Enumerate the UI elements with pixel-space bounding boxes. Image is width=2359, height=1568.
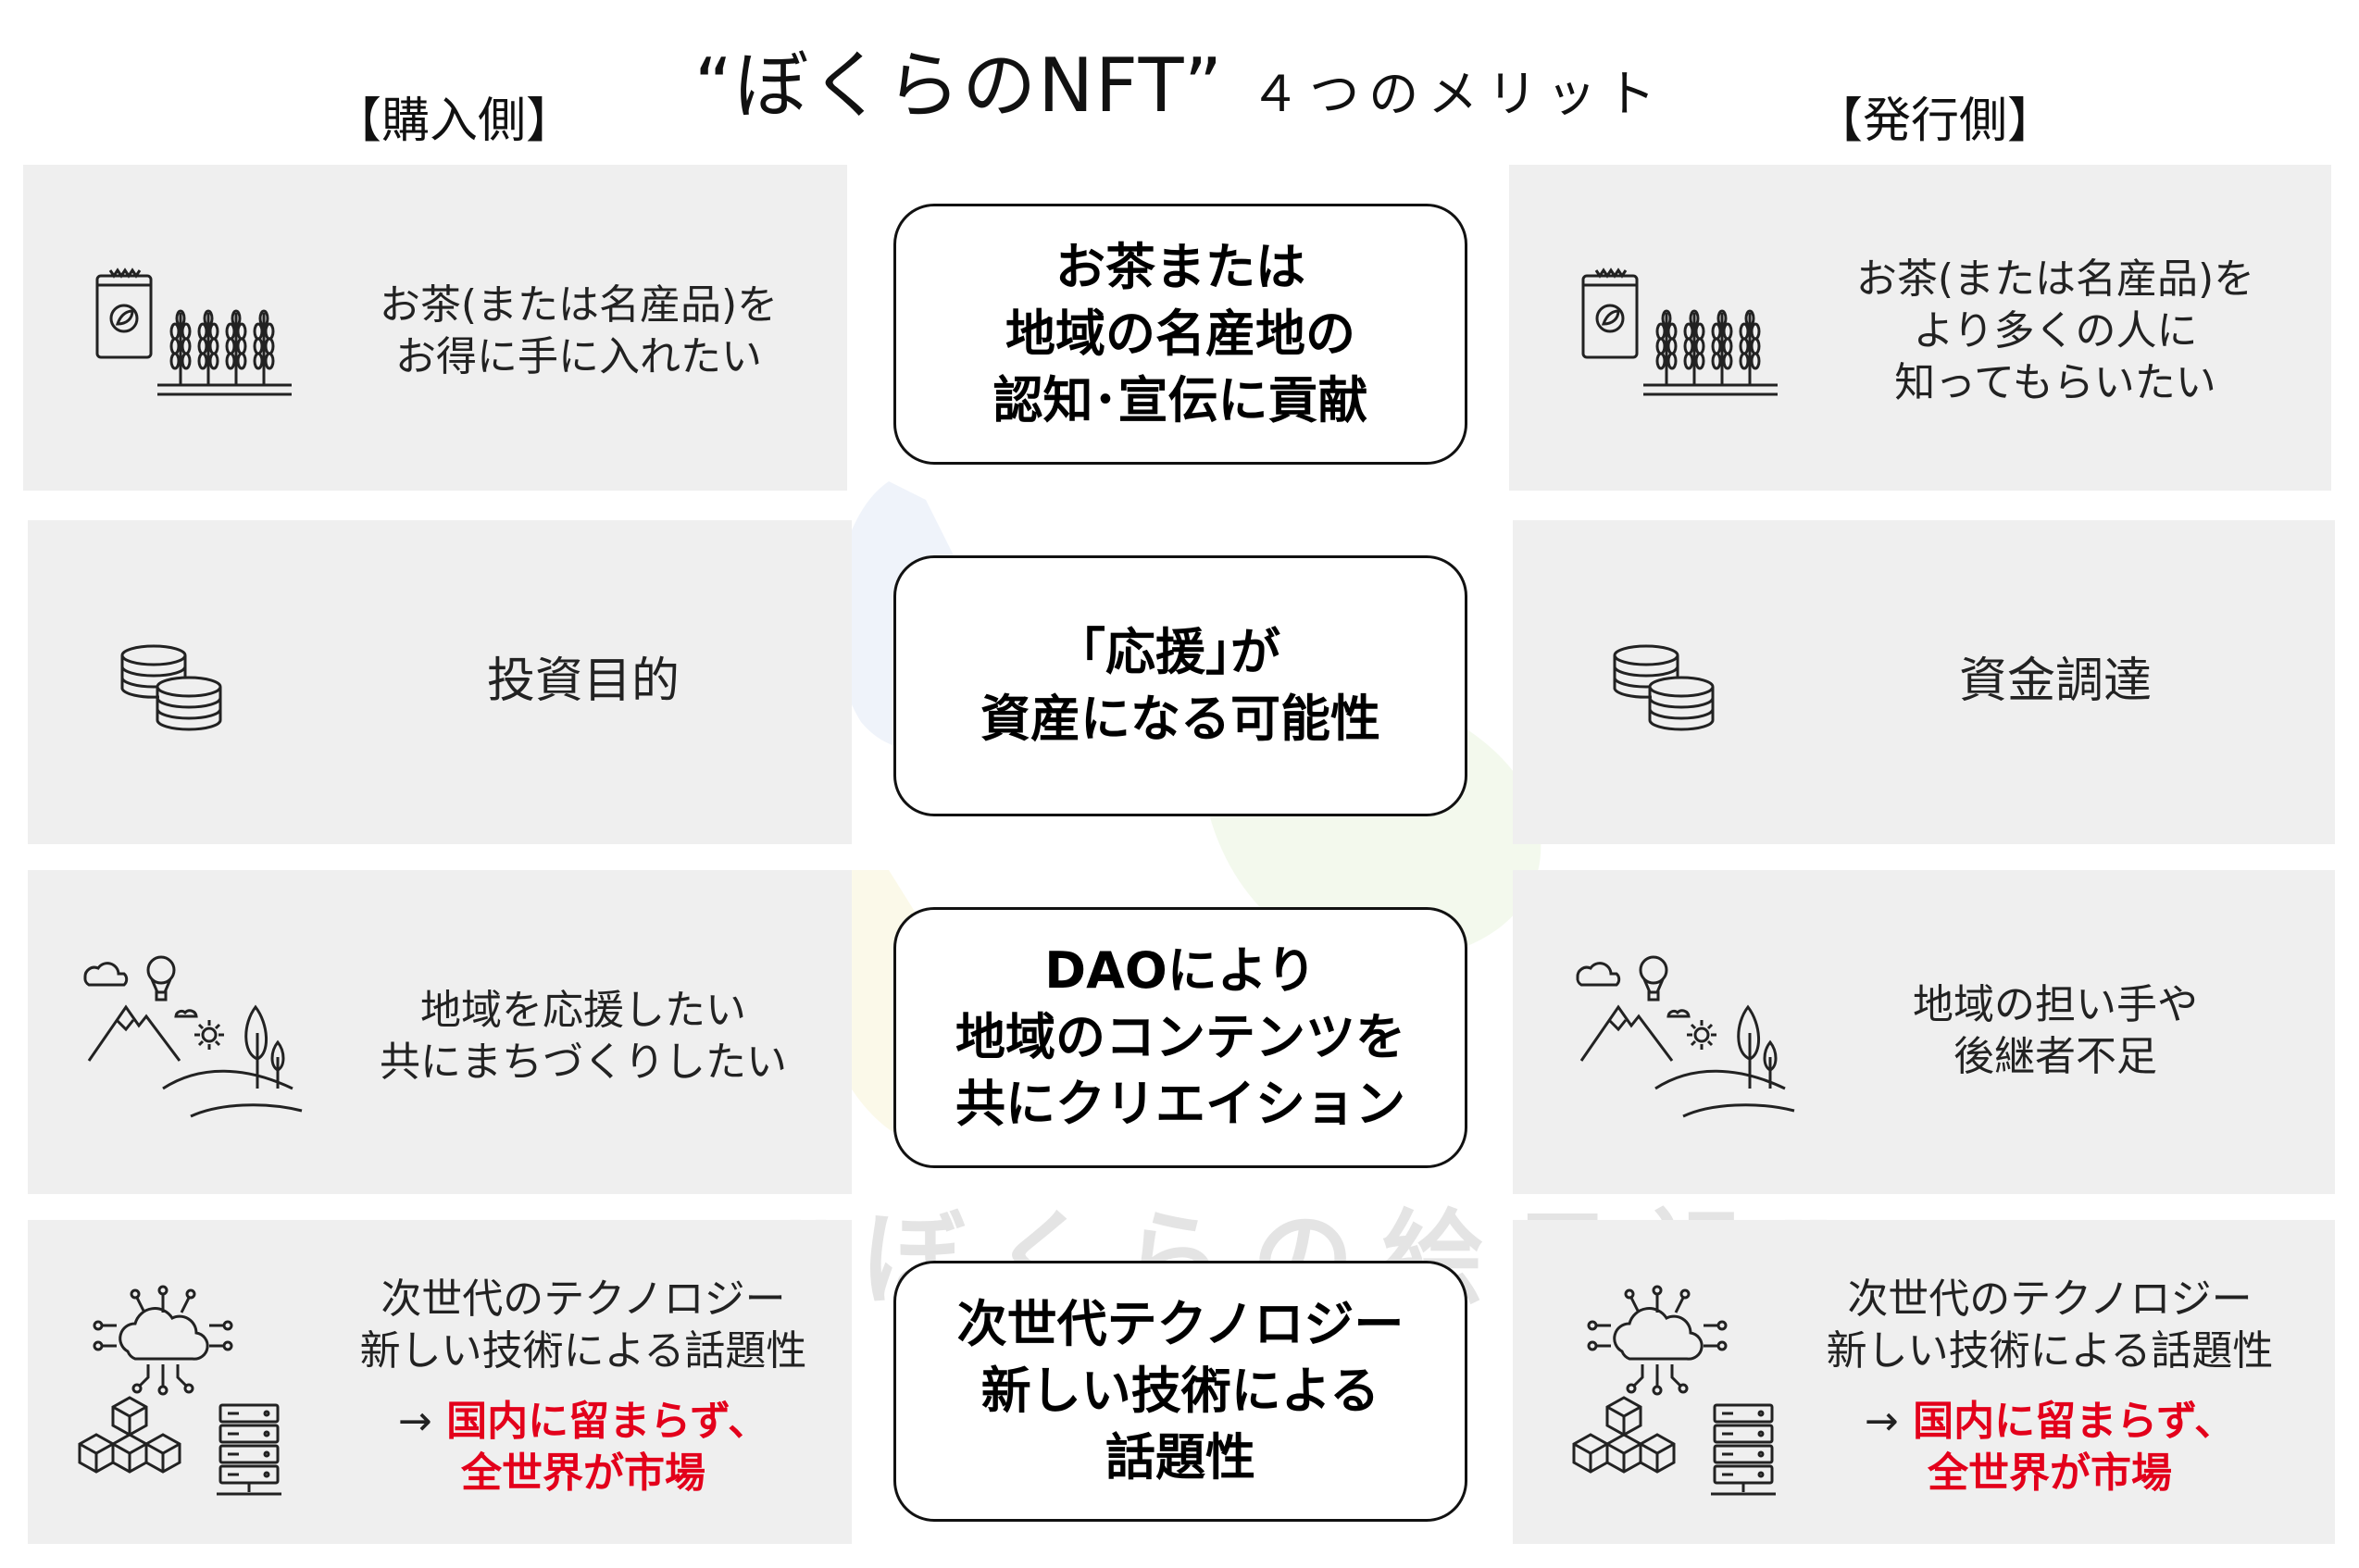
coins-icon: [1609, 641, 1720, 737]
buyer-panel-2: 投資目的: [28, 520, 852, 844]
merit-box-4: 次世代テクノロジー 新しい技術による 話題性: [893, 1261, 1467, 1522]
issuer-benefit-2-text: 資金調達: [1958, 653, 2152, 709]
issuer-benefit-3-text: 地域の担い手や 後継者不足: [1913, 981, 2198, 1080]
buyer-benefit-3-text: 地域を応援したい 共にまちづくりしたい: [380, 987, 787, 1086]
coins-icon: [117, 641, 228, 737]
merit-box-2: ｢応援｣が 資産になる可能性: [893, 555, 1467, 816]
cloud-network-icon: [1555, 1285, 1805, 1501]
issuer-side-heading: 【発行側】: [1815, 93, 2056, 149]
issuer-panel-1: お茶(または名産品)を より多くの人に 知ってもらいたい: [1509, 165, 2331, 491]
merit-box-1: お茶または 地域の名産地の 認知･宣伝に貢献: [893, 204, 1467, 465]
issuer-panel-3: 地域の担い手や 後継者不足: [1513, 870, 2335, 1194]
issuer-global-market-highlight: → 国内に留まらず、 全世界が市場: [1864, 1398, 2236, 1497]
buyer-global-market-highlight: → 国内に留まらず、 全世界が市場: [397, 1398, 769, 1497]
issuer-benefit-1-text: お茶(または名産品)を より多くの人に 知ってもらいたい: [1855, 255, 2255, 406]
title-sub: ４つのメリット: [1250, 65, 1666, 123]
issuer-panel-4: 次世代のテクノロジー 新しい技術による話題性 → 国内に留まらず、 全世界が市場: [1513, 1220, 2335, 1544]
tea-bag-and-wheat-icon: [79, 257, 301, 400]
arrow-right-icon: →: [397, 1398, 432, 1445]
buyer-panel-3: 地域を応援したい 共にまちづくりしたい: [28, 870, 852, 1194]
cloud-network-icon: [61, 1285, 311, 1501]
buyer-panel-1: お茶(または名産品)を お得に手に入れたい: [23, 165, 847, 491]
page-title: “ぼくらのNFT” ４つのメリット: [0, 26, 2359, 133]
title-main: “ぼくらのNFT”: [693, 43, 1225, 129]
buyer-benefit-4-text: 次世代のテクノロジー 新しい技術による話題性: [359, 1276, 807, 1375]
issuer-panel-2: 資金調達: [1513, 520, 2335, 844]
arrow-right-icon: →: [1864, 1398, 1899, 1445]
issuer-benefit-4-text: 次世代のテクノロジー 新しい技術による話題性: [1826, 1276, 2274, 1375]
buyer-side-heading: 【購入側】: [333, 93, 575, 149]
landscape-icon: [80, 950, 320, 1129]
landscape-icon: [1572, 950, 1813, 1129]
tea-bag-and-wheat-icon: [1565, 257, 1787, 400]
merit-box-3: DAOにより 地域のコンテンツを 共にクリエイション: [893, 907, 1467, 1168]
buyer-panel-4: 次世代のテクノロジー 新しい技術による話題性 → 国内に留まらず、 全世界が市場: [28, 1220, 852, 1544]
buyer-benefit-2-text: 投資目的: [486, 653, 680, 709]
buyer-benefit-1-text: お茶(または名産品)を お得に手に入れたい: [379, 281, 779, 380]
